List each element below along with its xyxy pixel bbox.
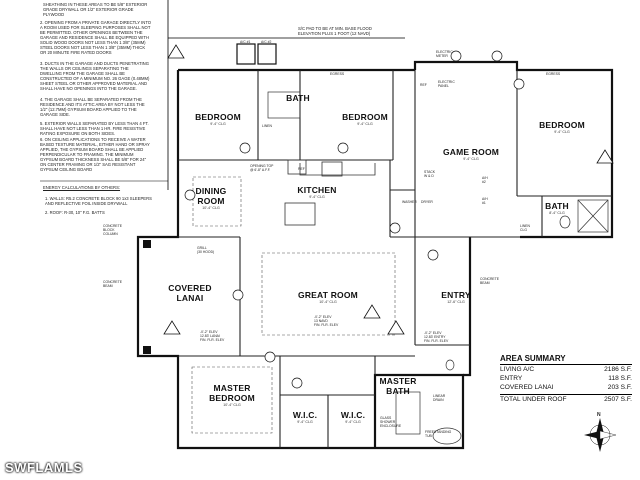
ac2-label: A/C #2 [261,40,272,44]
energy-title: ENERGY CALCULATIONS BY OTHERS: [43,185,121,190]
north-arrow-icon [584,418,617,452]
dining-tray-outline [192,176,242,227]
note-3: 3. DUCTS IN THE GARAGE AND DUCTS PENETRA… [40,61,150,91]
concrete-beam-label-right: CONCRETE BEAM [480,277,500,285]
interior-walls [178,70,612,448]
concrete-column-label: CONCRETE BLOCK COLUMN [103,224,123,236]
lanai-elev-label: -0'-2" ELEV 12.83' LANAI FIN. FLR. ELEV [200,330,225,342]
energy-note-2: 2. ROOF: R-30, 10" F.G. BATTS [45,210,105,215]
ac-pads [236,43,277,65]
linen-clg-label: LINEN CLG [520,224,530,232]
glass-shower-label: GLASS SHOWER ENCLOSURE [380,416,402,428]
callout-markers [184,50,525,389]
electric-panel-label: ELECTRIC PANEL [438,80,455,88]
garage-sheathing-note: SHEATHING IN THESE AREAS TO BE 5/8" EXTE… [43,2,148,17]
concrete-column-1 [143,240,151,248]
freestanding-tub-label: FREESTANDING TUB [425,430,452,438]
washer-label: WASHER [402,200,417,204]
electric-meter-label: ELECTRIC METER [436,50,453,58]
concrete-column-2 [143,346,151,354]
bath-fixtures [267,91,609,445]
room-bath-top: BATH [286,93,310,103]
stack-wd-label: STACK W & D [424,170,436,178]
entry-elev-label: -0'-2" ELEV 12.83' ENTRY FIN. FLR. ELEV [424,331,449,343]
north-label: N [597,412,601,418]
room-wic-2: W.I.C.9'-4" CLG [340,410,366,424]
egress-label-1: EGRESS [330,72,345,76]
area-summary-title: AREA SUMMARY [500,354,632,365]
ah1-label: A/H #1 [482,197,488,205]
ah2-label: A/H #2 [482,176,488,184]
linear-drain-label: LINEAR DRAIN [433,394,446,402]
note-5: 5. EXTERIOR WALLS SEPARATED BY LESS THAN… [40,121,149,136]
note-4: 4. THE GARAGE SHALL BE SEPARATED FROM TH… [40,97,145,117]
watermark: SWFLAMLS [5,460,83,475]
opening-top-label: OPENING TOP @ 6'-8" A.F.F. [250,164,274,172]
ac1-label: A/C #1 [240,40,251,44]
room-master-bath: MASTER BATH [379,376,417,396]
great-room-tray-outline [261,252,396,336]
kitchen-counters [284,159,376,226]
pad-note: S/C PAD TO BE AT MIN. BASE FLOOD ELEVATI… [298,26,372,36]
ref-label-game: REF [420,83,427,87]
linen-label: LINEN [262,124,272,128]
concrete-beam-label-left: CONCRETE BEAM [103,280,123,288]
room-covered-lanai: COVERED LANAI [168,283,212,303]
energy-note-1: 1. WALLS: R5.2 CONCRETE BLOCK 90 1x3 SLE… [45,196,152,206]
dryer-label: DRYER [421,200,433,204]
note-2: 2. OPENING FROM A PRIVATE GARAGE DIRECTL… [40,20,152,55]
ref-label: REF [298,167,305,171]
grill-label: GRILL (30 HOOD) [197,246,215,254]
master-tray-outline [191,366,273,434]
room-wic-1: W.I.C.9'-4" CLG [292,410,318,424]
revision-triangles [163,44,614,335]
great-room-elev-label: -0'-2" ELEV 13 NAVD FIN. FLR. ELEV [314,315,339,327]
egress-label-2: EGRESS [546,72,561,76]
note-6: 6. ON CEILING APPLICATIONS TO RECEIVE A … [40,137,150,172]
